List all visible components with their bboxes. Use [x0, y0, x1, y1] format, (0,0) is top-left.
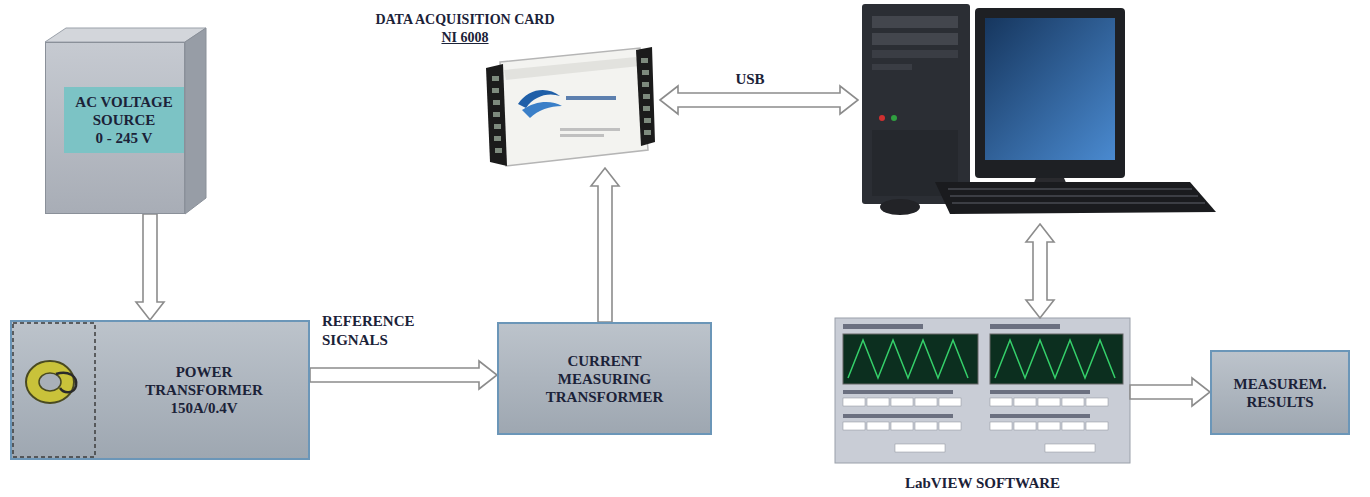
- node-title: MEASUREM. RESULTS: [1220, 375, 1340, 411]
- signal-label: REFERENCE SIGNALS: [322, 312, 462, 350]
- signal-label: USB: [715, 70, 785, 89]
- results-box: MEASUREM. RESULTS: [1210, 350, 1350, 435]
- node-title: LabVIEW SOFTWARE: [905, 474, 1060, 492]
- voltage-source-box: AC VOLTAGE SOURCE0 - 245 V: [45, 42, 185, 214]
- block-arrow: [591, 168, 619, 322]
- block-arrow: [1026, 224, 1054, 318]
- node-subtitle: NI 6008: [350, 29, 580, 47]
- node-subtitle: 0 - 245 V: [96, 129, 153, 147]
- node-title: POWER TRANSFORMER: [129, 363, 279, 399]
- node-subtitle: 150A/0.4V: [170, 399, 237, 417]
- labview-screenshot: [835, 318, 1130, 463]
- node-title: DATA ACQUISITION CARD: [350, 11, 580, 29]
- computer-illustration: [862, 4, 1216, 215]
- node-title: AC VOLTAGE SOURCE: [68, 93, 180, 129]
- daq-device: [486, 47, 655, 166]
- node-title: CURRENT MEASURING TRANSFORMER: [540, 352, 670, 406]
- labview-software: LabVIEW SOFTWARE: [835, 318, 1130, 492]
- block-arrow: [136, 214, 164, 320]
- block-arrow: [660, 86, 858, 114]
- computer: [858, 2, 1218, 224]
- power-transformer-box: POWER TRANSFORMER150A/0.4V: [10, 320, 310, 460]
- source-cabinet: [45, 28, 206, 214]
- block-arrow: [1130, 378, 1210, 406]
- daq-card: DATA ACQUISITION CARDNI 6008: [350, 8, 660, 168]
- toroid-icon: [12, 322, 96, 458]
- current-transformer-box: CURRENT MEASURING TRANSFORMER: [497, 322, 712, 435]
- label-panel: AC VOLTAGE SOURCE0 - 245 V: [64, 87, 184, 153]
- block-arrow: [310, 361, 497, 389]
